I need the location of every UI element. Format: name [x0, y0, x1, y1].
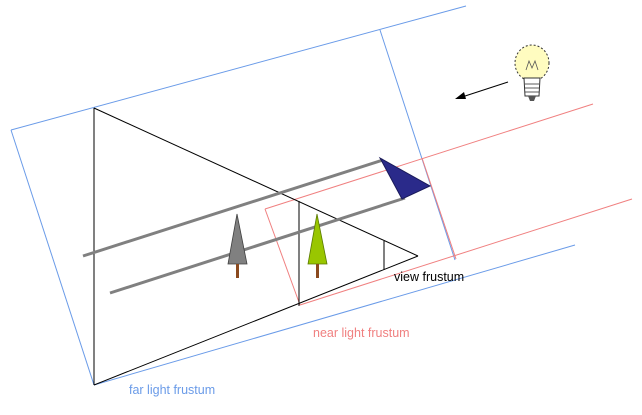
far-light-frustum: [10, 5, 576, 386]
near-light-frustum-label: near light frustum: [313, 326, 410, 340]
light-rays: [82, 158, 406, 295]
light-ray-upper: [82, 158, 384, 258]
far-light-frustum-label: far light frustum: [129, 383, 216, 397]
view-frustum-label: view frustum: [394, 270, 465, 284]
light-bulb-icon: [514, 44, 550, 101]
view-frustum: [93, 107, 419, 386]
tree-icon: [227, 213, 248, 278]
tree-icon: [307, 213, 328, 278]
near-light-frustum: [264, 103, 633, 306]
light-ray-lower: [109, 196, 406, 295]
camera-icon: [378, 156, 432, 200]
arrow-icon: [455, 81, 509, 99]
